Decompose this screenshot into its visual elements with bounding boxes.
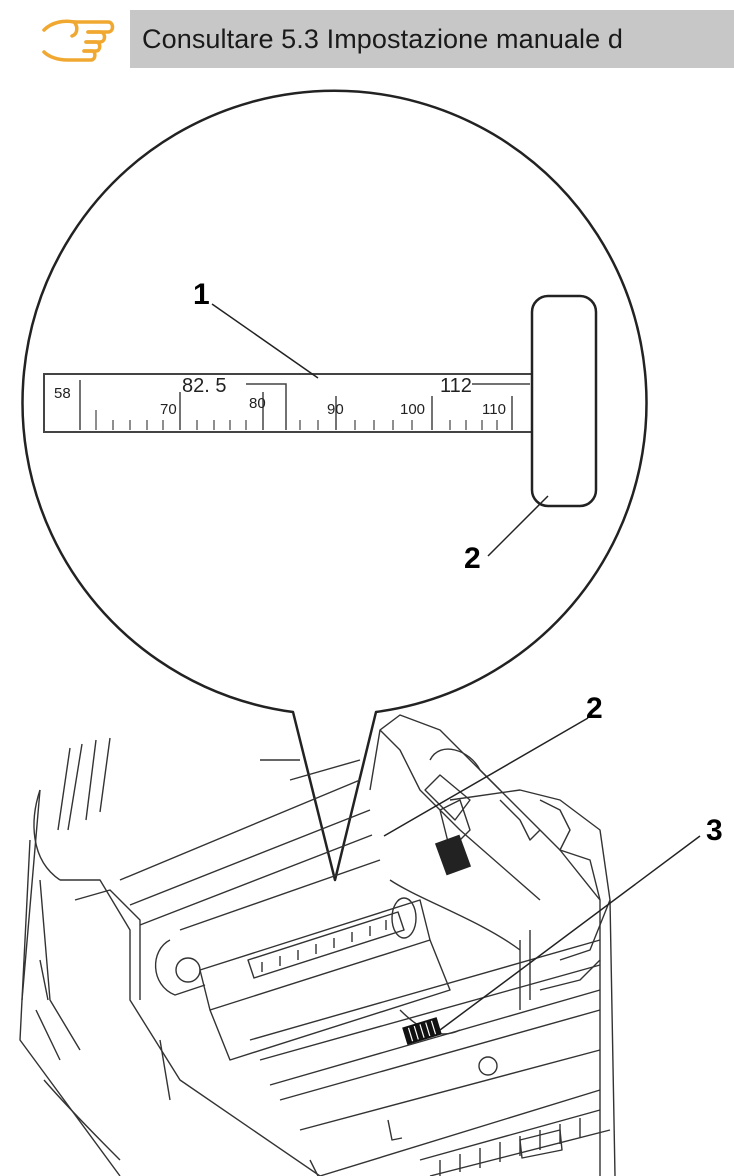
callout-3: 3 (706, 814, 723, 847)
scale-label-80: 80 (249, 395, 266, 412)
callout-1: 1 (193, 278, 210, 311)
callout-2-upper: 2 (464, 542, 481, 575)
media-guide-handle (530, 294, 598, 508)
scale-label-110: 110 (482, 401, 506, 418)
leader-line-2-upper (487, 495, 549, 557)
guide-knob-detail (434, 834, 472, 876)
reference-note-text: Consultare 5.3 Impostazione manuale d (142, 24, 623, 54)
scale-label-100: 100 (400, 401, 425, 418)
pointing-hand-icon (42, 19, 115, 62)
reference-note-bar: Consultare 5.3 Impostazione manuale d (130, 10, 734, 68)
scale-label-70: 70 (160, 401, 177, 418)
leader-line-1 (211, 303, 319, 379)
scale-mark-112: 112 (440, 375, 472, 397)
magnifier-outline (21, 89, 648, 882)
printer-mechanism-drawing (19, 714, 616, 1176)
leader-line-3 (439, 835, 701, 1031)
scale-label-58: 58 (54, 385, 71, 402)
scale-mark-82-5: 82. 5 (182, 375, 226, 397)
callout-2-lower: 2 (586, 692, 603, 725)
scale-label-90: 90 (327, 401, 344, 418)
leader-line-2-lower (383, 717, 589, 837)
